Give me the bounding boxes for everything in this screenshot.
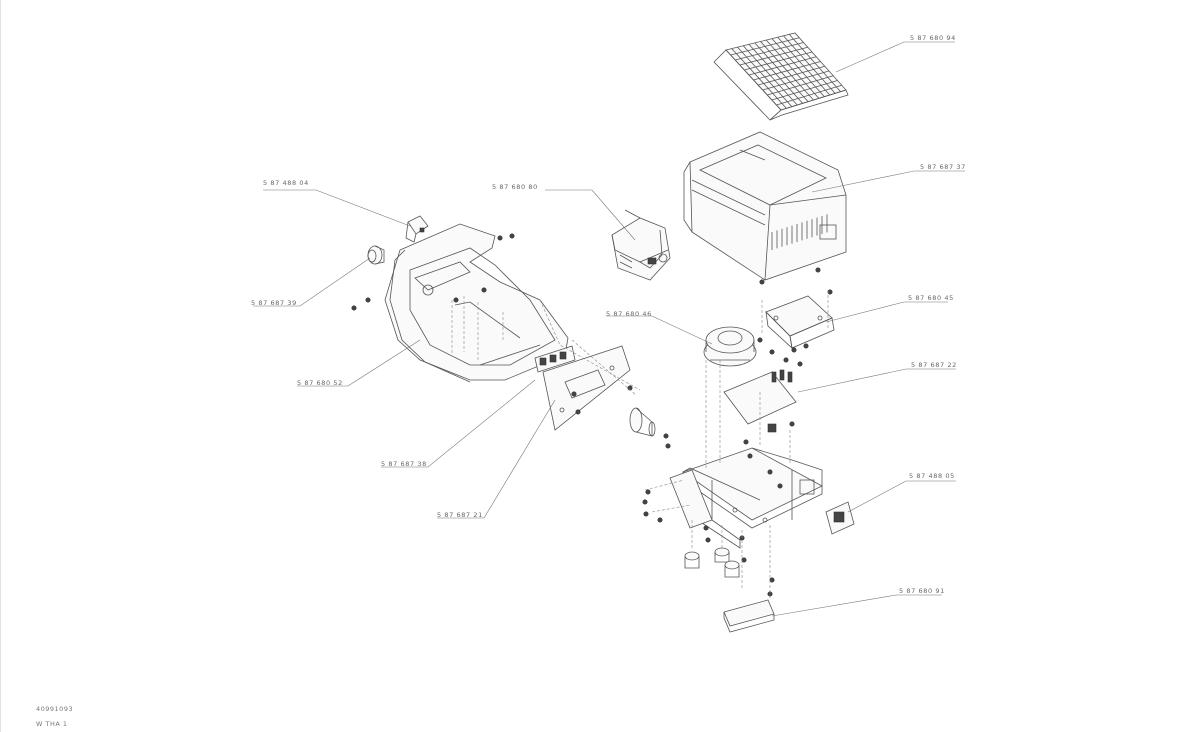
- knob-part: [367, 245, 385, 265]
- socket-part: [629, 407, 656, 437]
- callout-fan: 5 87 680 46: [606, 310, 652, 318]
- sheet-border: [0, 0, 1, 732]
- base-plate-part: [723, 599, 775, 633]
- screw: [769, 577, 775, 583]
- feet-parts: [684, 547, 740, 578]
- screw-set: [351, 233, 833, 597]
- screw: [767, 469, 773, 475]
- screw: [351, 305, 357, 311]
- chassis-part: [682, 447, 823, 549]
- side-pcb-part: [669, 469, 713, 529]
- callout-filter-grid: 5 87 680 94: [910, 34, 956, 42]
- screw: [663, 433, 669, 439]
- assembly-lines: [451, 290, 829, 600]
- screw: [827, 289, 833, 295]
- screw: [453, 297, 459, 303]
- screw: [509, 233, 515, 239]
- housing-part: [384, 223, 569, 383]
- filter-grid-part: [713, 32, 849, 121]
- screw: [705, 537, 711, 543]
- screw: [642, 499, 648, 505]
- callout-power-inlet: 5 87 488 05: [909, 472, 955, 480]
- screw: [657, 517, 663, 523]
- screw: [783, 357, 789, 363]
- screw: [665, 443, 671, 449]
- screw: [575, 409, 581, 415]
- fan-part: [703, 326, 757, 367]
- callout-knob: 5 87 687 39: [251, 299, 297, 307]
- screw: [703, 525, 709, 531]
- callout-switch: 5 87 488 04: [263, 179, 309, 187]
- callout-transformer-box: 5 87 680 45: [908, 294, 954, 302]
- screw: [797, 361, 803, 367]
- leader-lines: [253, 41, 965, 617]
- screw: [747, 453, 753, 459]
- callout-connector-pcb: 5 87 687 21: [437, 511, 483, 519]
- drawing-sheet: W THA 1: [36, 720, 68, 728]
- screw: [815, 267, 821, 273]
- front-connectors: [534, 345, 576, 373]
- screw: [643, 511, 649, 517]
- screw: [743, 439, 749, 445]
- callout-top-cover: 5 87 687 37: [920, 163, 966, 171]
- top-cover-part: [683, 131, 847, 281]
- screw: [757, 337, 763, 343]
- power-inlet-part: [825, 501, 855, 535]
- screw: [497, 235, 503, 241]
- callout-housing: 5 87 680 52: [297, 379, 343, 387]
- screw: [571, 391, 577, 397]
- callout-base-plate: 5 87 680 91: [899, 587, 945, 595]
- screw: [645, 489, 651, 495]
- callout-bracket: 5 87 680 80: [492, 183, 538, 191]
- screw: [803, 343, 809, 349]
- callout-front-pcb: 5 87 687 38: [381, 460, 427, 468]
- screw: [769, 349, 775, 355]
- callout-pcb-upper: 5 87 687 22: [911, 361, 957, 369]
- screw: [791, 347, 797, 353]
- screw: [741, 557, 747, 563]
- screw: [759, 279, 765, 285]
- bracket-part: [611, 209, 671, 281]
- screw: [789, 421, 795, 427]
- screw: [777, 483, 783, 489]
- switch-part: [405, 215, 429, 243]
- drawing-number: 40991093: [36, 705, 74, 713]
- screw: [365, 297, 371, 303]
- connector-pcb-part: [542, 345, 631, 431]
- transformer-box-part: [765, 295, 835, 350]
- screw: [481, 287, 487, 293]
